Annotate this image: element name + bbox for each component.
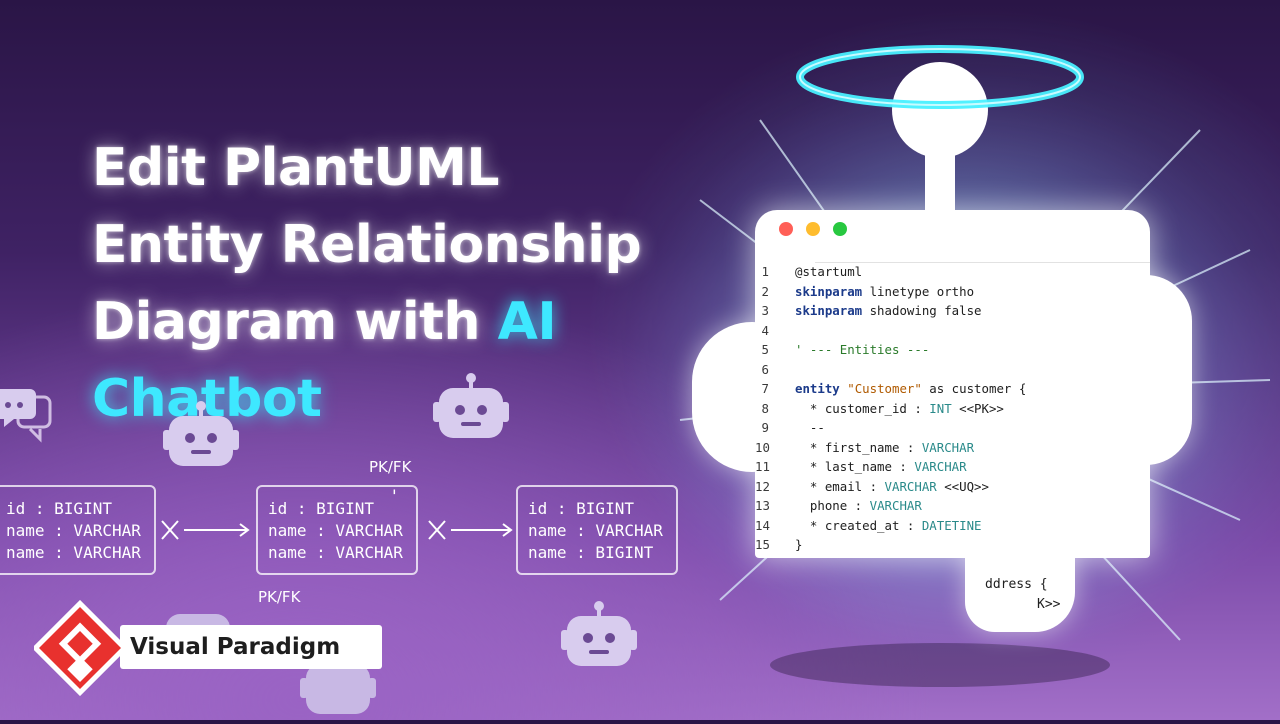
code-token: linetype ortho	[862, 283, 975, 299]
code-token	[840, 379, 847, 399]
code-line: 6	[755, 360, 1150, 380]
code-token: VARCHAR	[921, 439, 975, 455]
code-token: ' --- Entities ---	[795, 342, 930, 357]
entity-row: id : BIGINT	[528, 499, 634, 518]
halo-antenna	[796, 45, 1084, 215]
code-token: VARCHAR	[884, 478, 937, 494]
code-token: * customer_id :	[795, 400, 930, 416]
chat-bubble-icon	[0, 389, 52, 443]
robot-icon	[561, 601, 637, 666]
code-token: * first_name :	[795, 439, 922, 455]
line-number: 12	[755, 478, 770, 494]
line-number: 2	[761, 283, 769, 299]
code-token: <<PK>>	[951, 400, 1004, 416]
code-token: * created_at :	[795, 517, 922, 533]
robot-icon	[300, 664, 376, 714]
code-token: VARCHAR	[914, 459, 967, 474]
window-controls	[779, 221, 855, 240]
code-token: skinparam	[795, 303, 863, 318]
line-number: 14	[755, 517, 770, 533]
line-number: 5	[761, 342, 769, 357]
headline: Edit PlantUML Entity Relationship Diagra…	[92, 130, 642, 438]
code-line: 10 * first_name : VARCHAR	[755, 438, 1150, 458]
minimize-dot[interactable]	[806, 222, 821, 236]
code-token: @startuml	[795, 264, 863, 279]
code-line: 13 phone : VARCHAR	[755, 496, 1150, 516]
maximize-dot[interactable]	[833, 222, 848, 236]
robot-icon	[163, 401, 239, 466]
code-line: 9 --	[755, 418, 1150, 438]
code-line: 5 ' --- Entities ---	[755, 340, 1150, 360]
code-line: 8 * customer_id : INT <<PK>>	[755, 399, 1150, 419]
line-number: 11	[755, 459, 770, 474]
line-number: 9	[761, 420, 769, 435]
code-editor-window: 1 @startuml 2 skinparam linetype ortho 3 skin…	[755, 210, 1150, 558]
code-token: }	[795, 537, 803, 552]
brand-name: Visual Paradigm	[130, 634, 341, 660]
code-line: 7 entity "Customer" as customer {	[755, 379, 1150, 399]
entity-row: name : BIGINT	[528, 543, 654, 562]
entity-row: name : VARCHAR	[528, 521, 663, 540]
code-line: 3 skinparam shadowing false	[755, 301, 1150, 321]
line-number: 3	[761, 303, 769, 318]
close-dot[interactable]	[779, 222, 793, 236]
entity-box: id : BIGINT name : VARCHAR name : VARCHA…	[0, 485, 156, 575]
entity-row: name : VARCHAR	[268, 543, 403, 562]
line-number: 4	[761, 322, 769, 338]
code-token: * last_name :	[795, 459, 915, 474]
entity-box: id : BIGINT name : VARCHAR name : VARCHA…	[256, 485, 418, 575]
pk-fk-label: PK/FK	[369, 458, 412, 476]
headline-line-3-prefix: Diagram with	[92, 292, 498, 352]
headline-ai-highlight: AI	[497, 292, 557, 352]
robot-icon	[433, 373, 509, 438]
code-token: as customer {	[921, 381, 1027, 396]
overflow-line: ddress {	[985, 577, 1048, 592]
relationship-connector	[428, 520, 513, 540]
code-token: VARCHAR	[869, 498, 922, 513]
plantuml-code[interactable]: 1 @startuml 2 skinparam linetype ortho 3 skin…	[755, 262, 1150, 555]
entity-box: id : BIGINT name : VARCHAR name : BIGINT	[516, 485, 678, 575]
code-line: 1 @startuml	[755, 262, 1150, 282]
headline-line-3: Diagram with AI	[92, 284, 641, 361]
code-token: phone :	[795, 498, 870, 513]
code-token: shadowing false	[862, 303, 982, 318]
pk-fk-label: PK/FK	[258, 588, 301, 606]
code-overflow: ddress { K>>	[985, 575, 1060, 615]
relationship-connector	[161, 520, 250, 540]
visual-paradigm-logo-icon	[34, 600, 126, 696]
code-line: 14 * created_at : DATETINE	[755, 516, 1150, 536]
code-token: INT	[929, 400, 952, 416]
line-number: 15	[755, 537, 770, 552]
code-line: 11 * last_name : VARCHAR	[755, 457, 1150, 477]
entity-row: name : VARCHAR	[268, 521, 403, 540]
code-token: <<UQ>>	[936, 478, 989, 494]
code-line: 4	[755, 321, 1150, 341]
line-number: 13	[755, 498, 770, 513]
tick-mark: '	[392, 487, 397, 507]
entity-row: name : VARCHAR	[6, 543, 141, 562]
entity-row: id : BIGINT	[268, 499, 374, 518]
code-token: skinparam	[795, 283, 863, 299]
code-token: "Customer"	[847, 381, 922, 396]
line-highlight	[815, 262, 1150, 263]
line-number: 10	[755, 439, 770, 455]
entity-row: name : VARCHAR	[6, 521, 141, 540]
line-number: 8	[761, 400, 769, 416]
headline-line-1: Edit PlantUML	[92, 138, 500, 198]
code-token: * email :	[795, 478, 885, 494]
headline-line-2: Entity Relationship	[92, 215, 642, 275]
entity-row: id : BIGINT	[6, 499, 112, 518]
line-number: 7	[761, 381, 769, 396]
brand-badge[interactable]: Visual Paradigm	[120, 625, 382, 669]
line-number: 1	[761, 264, 769, 279]
code-line: 12 * email : VARCHAR <<UQ>>	[755, 477, 1150, 497]
overflow-line: K>>	[1037, 597, 1061, 612]
code-token: --	[795, 420, 825, 435]
code-line: 2 skinparam linetype ortho	[755, 282, 1150, 302]
code-token: DATETINE	[921, 517, 982, 533]
line-number: 6	[761, 361, 769, 377]
code-token: entity	[795, 381, 840, 396]
code-line: 15}	[755, 535, 1150, 555]
